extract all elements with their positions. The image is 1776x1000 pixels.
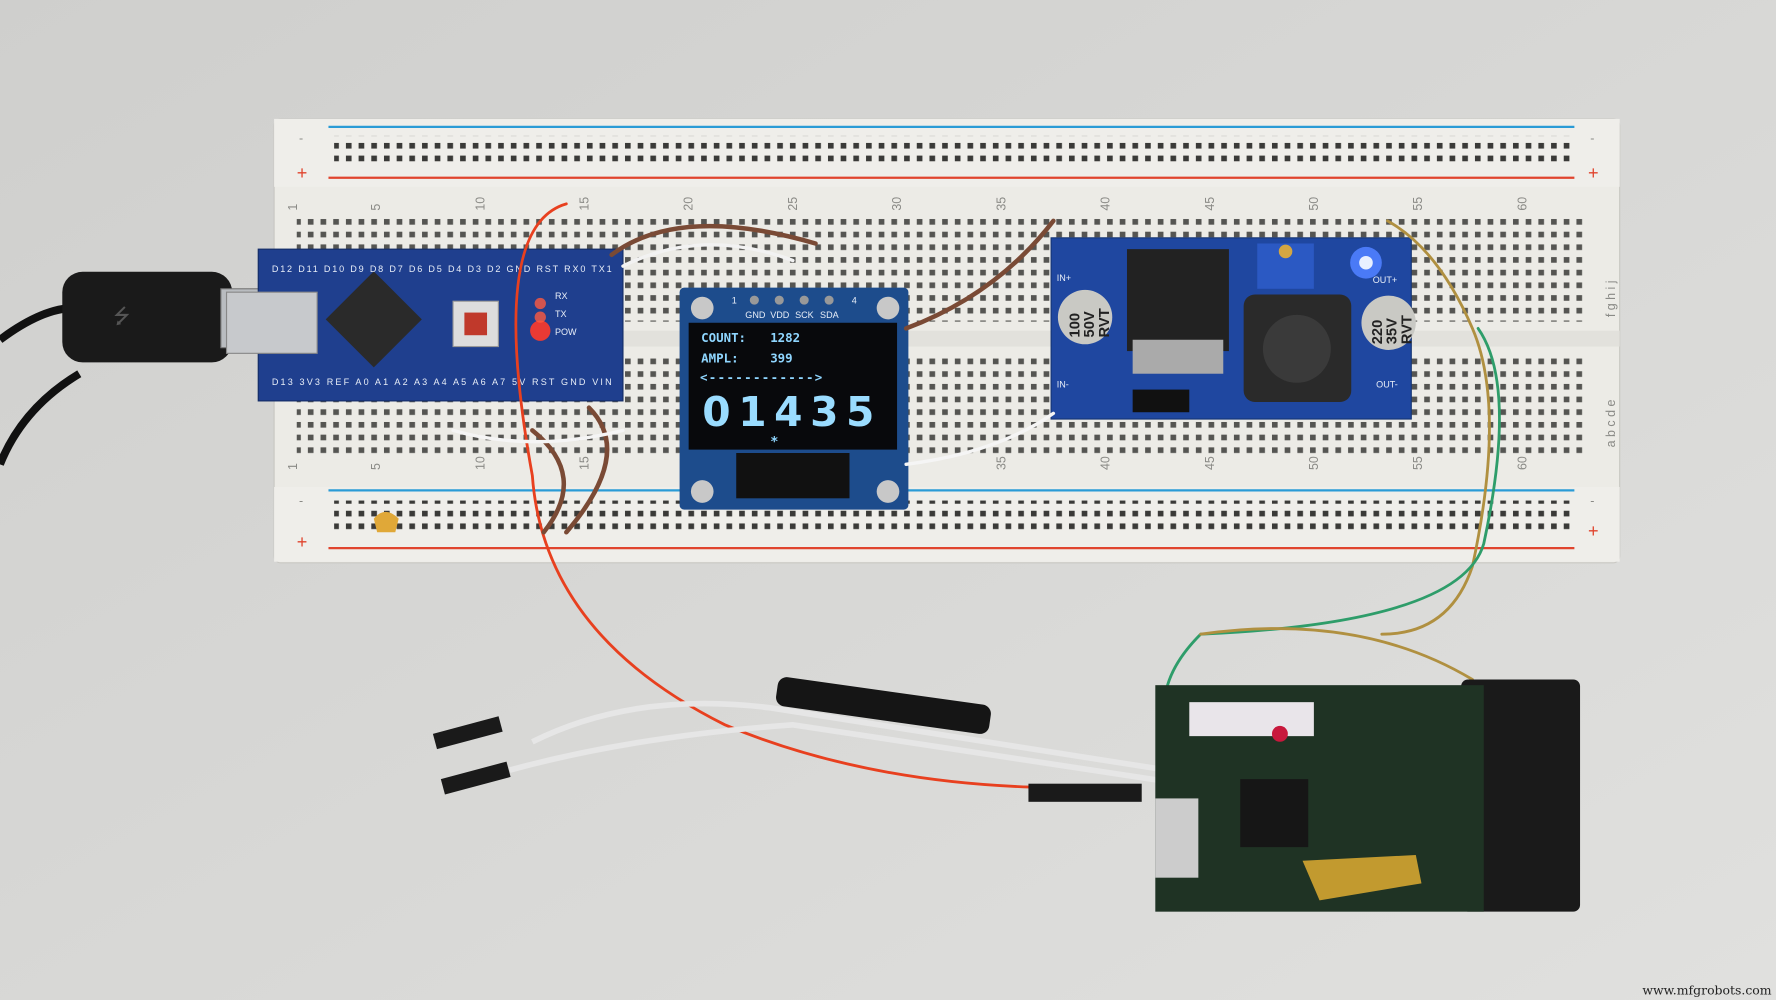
out-plus-label: OUT+: [1373, 275, 1397, 285]
oled-pin-label: SDA: [820, 310, 840, 320]
power-led: [530, 320, 551, 341]
cap-label: 50V: [1082, 311, 1098, 337]
rail-minus-label: -: [299, 494, 303, 508]
jumper-wires: [451, 202, 1501, 789]
count-value: 1282: [770, 330, 800, 345]
row-letters-bottom: a b c d e: [1604, 400, 1618, 448]
column-number: 45: [1203, 456, 1217, 470]
row-letters-top: f g h i j: [1604, 280, 1618, 317]
oled-screen: [688, 322, 898, 450]
reset-button[interactable]: [452, 300, 499, 348]
rail-minus-label: -: [299, 132, 303, 146]
in-plus-label: IN+: [1057, 273, 1071, 283]
output-capacitor: [1361, 295, 1416, 350]
column-number: 55: [1411, 197, 1425, 211]
rail-minus-label: -: [1590, 132, 1594, 146]
column-number: 45: [1203, 197, 1217, 211]
rail-plus-label: +: [297, 532, 308, 552]
bottom-pin-labels: D13 3V3 REF A0 A1 A2 A3 A4 A5 A6 A7 5V R…: [272, 377, 612, 387]
rail-plus-label: +: [1588, 521, 1599, 541]
in-minus-label: IN-: [1057, 379, 1069, 389]
rail-plus-label: +: [1588, 163, 1599, 183]
column-number: 35: [994, 197, 1008, 211]
cap-label: RVT: [1097, 308, 1113, 337]
oled-pin-label: 4: [852, 296, 857, 306]
distance-value: 01435: [702, 388, 874, 436]
column-number: 15: [578, 197, 592, 211]
distance-marker: *: [770, 434, 778, 450]
rail-minus-label: -: [1590, 494, 1594, 508]
column-number: 40: [1099, 197, 1113, 211]
microcontroller-chip: [325, 271, 422, 368]
header-pin: [774, 295, 784, 305]
oled-pin-label: VDD: [770, 310, 790, 320]
column-number: 20: [682, 197, 696, 211]
column-number: 5: [369, 463, 383, 470]
cap-label: 100: [1067, 313, 1083, 338]
oled-pin-label: GND: [745, 310, 766, 320]
column-number: 10: [473, 456, 487, 470]
count-label: COUNT:: [701, 330, 746, 345]
range-arrow: <------------>: [700, 370, 822, 385]
column-number: 15: [578, 456, 592, 470]
ampl-value: 399: [770, 350, 792, 365]
led-label: TX: [555, 309, 567, 319]
regulator-chip: [1126, 249, 1229, 352]
column-number: 60: [1515, 197, 1529, 211]
column-number: 30: [890, 197, 904, 211]
cap-label: RVT: [1399, 315, 1415, 344]
buck-converter-module: 100 50V RVT 220 35V RVT IN+ IN- OUT+ OUT…: [1050, 237, 1416, 420]
arduino-nano: D12 D11 D10 D9 D8 D7 D6 D5 D4 D3 D2 GND …: [225, 248, 624, 402]
out-minus-label: OUT-: [1376, 379, 1398, 389]
column-number: 50: [1307, 197, 1321, 211]
column-number: 55: [1411, 456, 1425, 470]
sensor-chip: [1240, 779, 1309, 848]
dupont-leads: [432, 677, 1168, 802]
column-number: 60: [1515, 456, 1529, 470]
column-number: 1: [286, 204, 300, 211]
oled-pin-label: SCK: [795, 310, 814, 320]
mini-usb-port: [225, 291, 318, 354]
column-number: 5: [369, 204, 383, 211]
ampl-label: AMPL:: [701, 350, 738, 365]
header-pin: [749, 295, 759, 305]
oled-pin-label: 1: [732, 296, 737, 306]
led-label: RX: [555, 291, 568, 301]
column-number: 35: [994, 456, 1008, 470]
usb-icon: ⭍: [113, 306, 130, 328]
header-pin: [824, 295, 834, 305]
top-pin-labels: D12 D11 D10 D9 D8 D7 D6 D5 D4 D3 D2 GND …: [272, 264, 612, 274]
cap-label: 220: [1370, 320, 1386, 345]
column-number: 10: [473, 197, 487, 211]
column-number: 1: [286, 463, 300, 470]
tantalum-capacitor: [373, 511, 399, 533]
column-number: 25: [786, 197, 800, 211]
watermark: www.mfgrobots.com: [1642, 982, 1771, 997]
rail-plus-label: +: [297, 163, 308, 183]
cap-label: 35V: [1385, 318, 1401, 344]
column-number: 40: [1099, 456, 1113, 470]
laser-distance-sensor: [1155, 679, 1581, 912]
led-label: POW: [555, 327, 577, 337]
column-number: 50: [1307, 456, 1321, 470]
input-capacitor: [1057, 289, 1113, 345]
header-pin: [799, 295, 809, 305]
